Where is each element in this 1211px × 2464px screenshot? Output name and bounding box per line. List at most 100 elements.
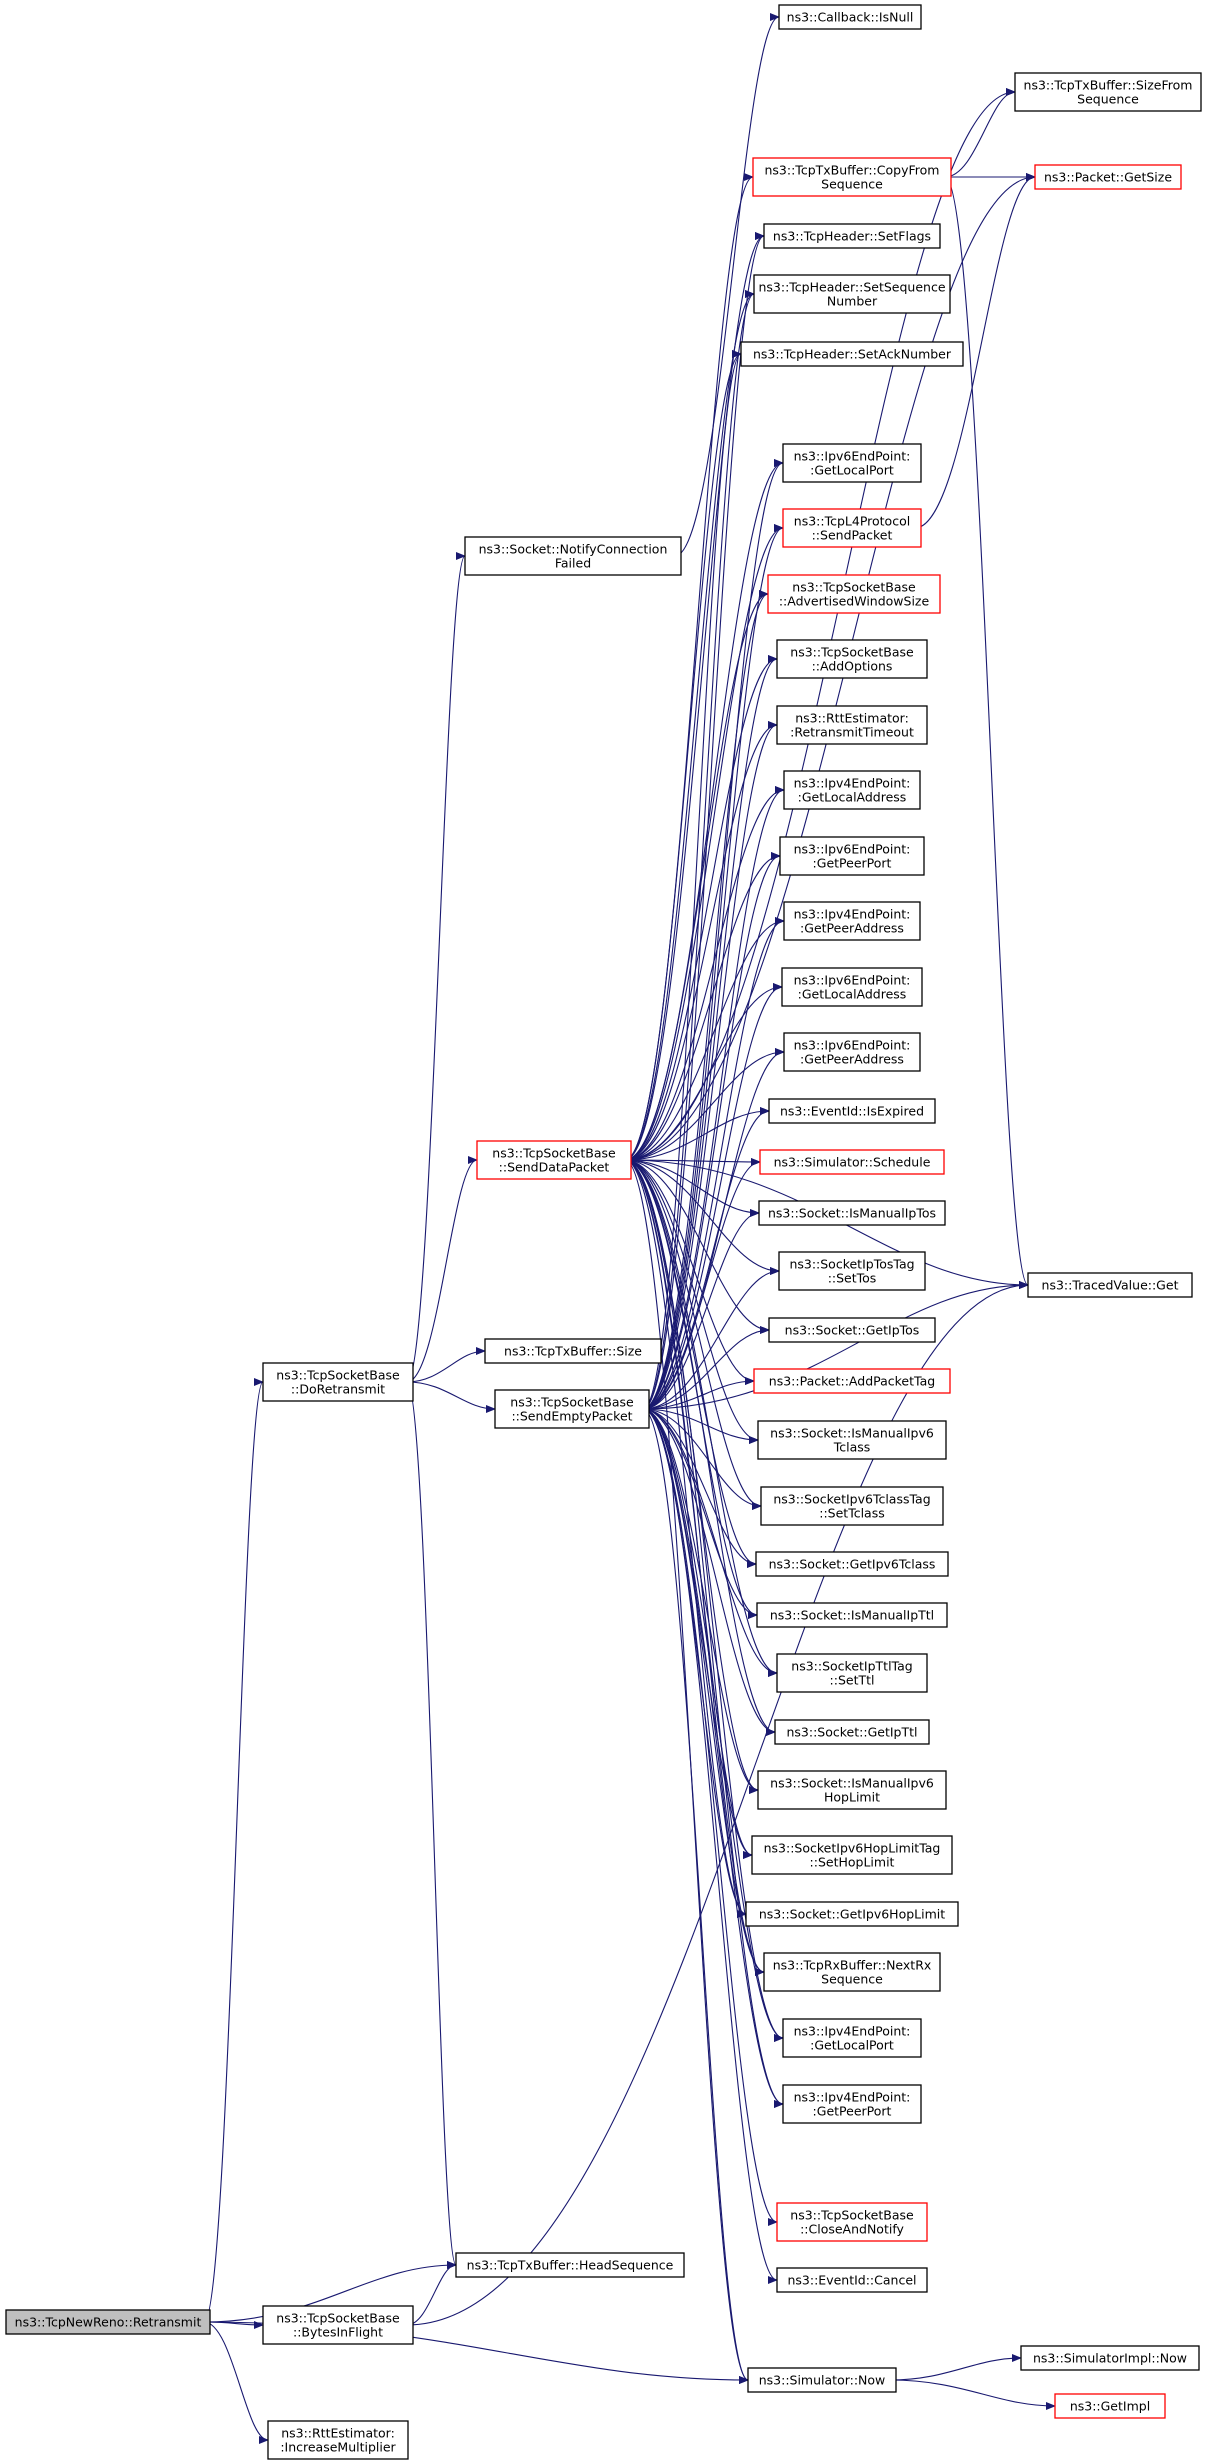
node-is-manual-ip-tos[interactable]: ns3::Socket::IsManualIpTos (758, 1200, 946, 1226)
node-add-options[interactable]: ns3::TcpSocketBase::AddOptions (776, 639, 928, 679)
node-label: ns3::TcpSocketBase (492, 1146, 616, 1161)
node-sim-now[interactable]: ns3::Simulator::Now (747, 2367, 897, 2393)
node-packet-get-size[interactable]: ns3::Packet::GetSize (1034, 164, 1182, 190)
node-ipv4-get-peer-address[interactable]: ns3::Ipv4EndPoint::GetPeerAddress (783, 901, 921, 941)
node-ipv6-get-local-address[interactable]: ns3::Ipv6EndPoint::GetLocalAddress (781, 967, 923, 1007)
node-label: ns3::TcpSocketBase (792, 580, 916, 595)
node-label: ::DoRetransmit (291, 1382, 385, 1397)
node-l4-send-packet[interactable]: ns3::TcpL4Protocol::SendPacket (782, 508, 922, 548)
node-label: ns3::EventId::Cancel (787, 2273, 916, 2288)
node-ipv4-get-peer-port[interactable]: ns3::Ipv4EndPoint::GetPeerPort (782, 2084, 922, 2124)
node-advertised-window-size[interactable]: ns3::TcpSocketBase::AdvertisedWindowSize (767, 574, 941, 614)
node-event-cancel[interactable]: ns3::EventId::Cancel (776, 2267, 928, 2293)
node-label: ns3::TcpSocketBase (790, 645, 914, 660)
node-ipv6-get-peer-port[interactable]: ns3::Ipv6EndPoint::GetPeerPort (779, 836, 925, 876)
node-tx-buf-size[interactable]: ns3::TcpTxBuffer::Size (484, 1338, 662, 1364)
node-box (464, 536, 682, 576)
node-label: ns3::SocketIpTtlTag (791, 1659, 912, 1674)
node-label: ns3::SocketIpv6TclassTag (773, 1492, 930, 1507)
node-get-ipv6-hop-limit[interactable]: ns3::Socket::GetIpv6HopLimit (745, 1901, 959, 1927)
edge-send-data-packet-to-next-rx-sequence (624, 1159, 765, 1976)
node-box (755, 1551, 949, 1577)
node-label: ns3::Socket::IsManualIpv6 (770, 1776, 934, 1791)
node-label: ns3::Socket::IsManualIpTos (768, 1206, 936, 1221)
node-label: ::SetHopLimit (810, 1855, 895, 1870)
node-get-impl[interactable]: ns3::GetImpl (1054, 2393, 1166, 2419)
node-add-packet-tag[interactable]: ns3::Packet::AddPacketTag (753, 1368, 951, 1394)
node-send-empty-packet[interactable]: ns3::TcpSocketBase::SendEmptyPacket (494, 1389, 650, 1429)
node-ipv4-get-local-address[interactable]: ns3::Ipv4EndPoint::GetLocalAddress (783, 770, 921, 810)
node-label: ns3::Socket::GetIpTtl (787, 1725, 918, 1740)
node-ipv6-get-local-port[interactable]: ns3::Ipv6EndPoint::GetLocalPort (782, 443, 922, 483)
edge-send-data-packet-to-ipv4-get-peer-address (624, 917, 785, 1161)
node-get-ip-tos[interactable]: ns3::Socket::GetIpTos (768, 1317, 936, 1343)
node-increase-multiplier[interactable]: ns3::RttEstimator::IncreaseMultiplier (267, 2420, 409, 2460)
node-box (760, 1486, 944, 1526)
node-sim-schedule[interactable]: ns3::Simulator::Schedule (759, 1149, 945, 1175)
node-label: ::CloseAndNotify (800, 2222, 904, 2237)
node-label: :GetLocalPort (810, 463, 894, 478)
node-box (776, 2267, 928, 2293)
node-box (1034, 164, 1182, 190)
node-hop-limit-set-hop-limit[interactable]: ns3::SocketIpv6HopLimitTag::SetHopLimit (751, 1835, 953, 1875)
node-label: ns3::Socket::IsManualIpv6 (770, 1426, 934, 1441)
node-label: ns3::Socket::IsManualIpTtl (770, 1608, 934, 1623)
node-box (759, 1149, 945, 1175)
node-box (757, 1770, 947, 1810)
edge-do-retransmit-to-notify-conn-failed (406, 552, 466, 1383)
edge-copy-from-sequence-to-size-from-sequence (944, 88, 1016, 178)
edge-send-empty-packet-to-ip-ttl-set-ttl (642, 1408, 778, 1677)
node-box (1014, 72, 1202, 112)
edge-send-data-packet-to-ipv6-get-peer-port (624, 852, 781, 1161)
node-label: :IncreaseMultiplier (280, 2440, 396, 2455)
node-retransmit-timeout[interactable]: ns3::RttEstimator::RetransmitTimeout (776, 705, 928, 745)
node-ip-tos-set-tos[interactable]: ns3::SocketIpTosTag::SetTos (778, 1251, 926, 1291)
node-label: ns3::Ipv4EndPoint: (794, 2024, 911, 2039)
node-set-flags[interactable]: ns3::TcpHeader::SetFlags (763, 223, 941, 249)
node-ipv4-get-local-port[interactable]: ns3::Ipv4EndPoint::GetLocalPort (782, 2018, 922, 2058)
edge-send-empty-packet-to-get-ip-ttl (642, 1408, 776, 1736)
node-event-is-expired[interactable]: ns3::EventId::IsExpired (768, 1098, 936, 1124)
node-get-ip-ttl[interactable]: ns3::Socket::GetIpTtl (774, 1719, 930, 1745)
node-box (455, 2252, 685, 2278)
node-set-ack-number[interactable]: ns3::TcpHeader::SetAckNumber (740, 341, 964, 367)
node-label: ns3::Socket::GetIpv6Tclass (769, 1557, 936, 1572)
node-send-data-packet[interactable]: ns3::TcpSocketBase::SendDataPacket (476, 1140, 632, 1180)
edge-send-empty-packet-to-hop-limit-set-hop-limit (642, 1408, 753, 1859)
node-label: ::SendPacket (812, 528, 893, 543)
node-close-and-notify[interactable]: ns3::TcpSocketBase::CloseAndNotify (776, 2202, 928, 2242)
node-sim-impl-now[interactable]: ns3::SimulatorImpl::Now (1020, 2345, 1200, 2371)
node-ip-ttl-set-ttl[interactable]: ns3::SocketIpTtlTag::SetTtl (776, 1653, 928, 1693)
node-do-retransmit[interactable]: ns3::TcpSocketBase::DoRetransmit (262, 1362, 414, 1402)
node-label: :GetPeerPort (813, 2104, 892, 2119)
node-label: ns3::TcpSocketBase (276, 2311, 400, 2326)
node-is-manual-ip-ttl[interactable]: ns3::Socket::IsManualIpTtl (756, 1602, 948, 1628)
node-get-ipv6-tclass[interactable]: ns3::Socket::GetIpv6Tclass (755, 1551, 949, 1577)
node-label: ns3::Ipv6EndPoint: (794, 449, 911, 464)
node-label: ns3::TcpHeader::SetSequence (758, 280, 945, 295)
edge-do-retransmit-to-tx-buf-size (406, 1347, 486, 1383)
edge-send-data-packet-to-is-manual-ipv6-tclass (624, 1159, 759, 1444)
node-label: ns3::RttEstimator: (281, 2426, 395, 2441)
node-box (1020, 2345, 1200, 2371)
node-box (484, 1338, 662, 1364)
node-ipv6-get-peer-address[interactable]: ns3::Ipv6EndPoint::GetPeerAddress (783, 1032, 921, 1072)
edge-send-empty-packet-to-ipv6-get-local-address (642, 983, 783, 1410)
node-box (782, 2018, 922, 2058)
node-bytes-in-flight[interactable]: ns3::TcpSocketBase::BytesInFlight (262, 2305, 414, 2345)
node-head-sequence[interactable]: ns3::TcpTxBuffer::HeadSequence (455, 2252, 685, 2278)
edge-send-empty-packet-to-is-manual-ipv6-tclass (642, 1408, 759, 1444)
node-ipv6-tclass-set-tclass[interactable]: ns3::SocketIpv6TclassTag::SetTclass (760, 1486, 944, 1526)
node-box (752, 157, 952, 197)
node-traced-value-get[interactable]: ns3::TracedValue::Get (1027, 1272, 1193, 1298)
node-label: :GetPeerAddress (800, 921, 904, 936)
node-callback-is-null[interactable]: ns3::Callback::IsNull (778, 4, 922, 30)
